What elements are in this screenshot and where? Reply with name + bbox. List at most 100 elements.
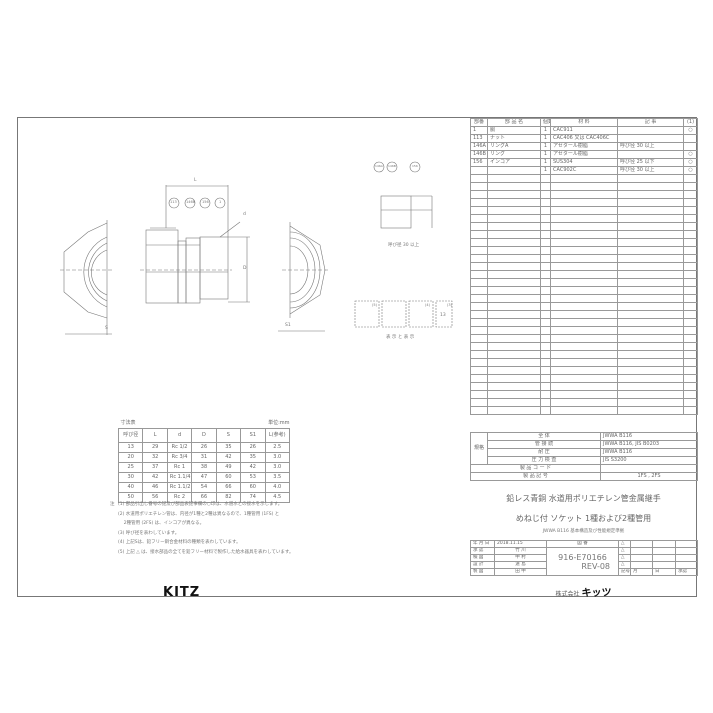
parts-cell-material: CAC911 [550, 126, 618, 135]
parts-list: 部番 部 品 名 個数 材 料 記 事 (1) 1胴1CAC911○113ナット… [470, 118, 698, 415]
header-mark: (1) [683, 118, 698, 127]
dim-L: L [194, 178, 197, 183]
parts-cell-remark [617, 150, 684, 159]
parts-cell-remark: 呼び径 25 以下 [617, 158, 684, 167]
spec-label: 圧 力 検 査 [487, 456, 601, 465]
balloon-1: 1 [219, 200, 222, 204]
role-label: 設 計 [470, 561, 495, 569]
parts-cell-no: 113 [470, 134, 488, 143]
dim-cell: 3.0 [264, 452, 291, 463]
marking-note-5: (5) [372, 303, 377, 307]
parts-cell-no: 146B [470, 150, 488, 159]
company-name: 株式会社 キッツ [470, 584, 697, 599]
parts-cell-no: 1 [470, 126, 488, 135]
parts-cell-mark [683, 134, 698, 143]
dim-header: L [142, 428, 168, 443]
rev-header: 承認 [675, 568, 699, 576]
dim-cell: 25 [117, 462, 144, 473]
company-logo-text: キッツ [581, 588, 612, 599]
header-material: 材 料 [550, 118, 618, 127]
rev-header: 日 [652, 568, 677, 576]
parts-header: 部番 部 品 名 個数 材 料 記 事 (1) [470, 118, 698, 127]
parts-row [470, 406, 698, 415]
parts-row [470, 198, 698, 207]
parts-cell-mark: ○ [683, 166, 698, 175]
marking-boxes [354, 300, 453, 328]
dim-cell: 2.5 [264, 442, 291, 453]
side-view [140, 185, 250, 304]
role-label: 検 図 [470, 554, 495, 562]
parts-row [470, 174, 698, 183]
dim-cell: 29 [142, 442, 168, 453]
parts-row [470, 286, 698, 295]
product-title-line2: めねじ付 ソケット 1種および2種管用 [515, 514, 652, 523]
header-remark: 記 事 [617, 118, 684, 127]
parts-row [470, 182, 698, 191]
spec-value: 1FS , 2FS [600, 472, 698, 481]
parts-cell-name: 胴 [487, 126, 541, 135]
spec-label: 耐 圧 [487, 448, 601, 457]
dim-cell: 20 [117, 452, 144, 463]
dim-cell: 37 [142, 462, 168, 473]
spec-label: 全 体 [487, 432, 601, 441]
dim-cell: 32 [142, 452, 168, 463]
dim-header: S [215, 428, 242, 443]
end-view-right [278, 222, 330, 332]
balloon-156: 156 [202, 200, 209, 204]
parts-row [470, 214, 698, 223]
dim-header: d [166, 428, 193, 443]
balloon-146a: 146A [375, 164, 383, 168]
dim-cell: Rc 3/4 [166, 452, 193, 463]
dim-cell: 49 [215, 462, 242, 473]
parts-cell-name: リング [487, 150, 541, 159]
parts-row [470, 190, 698, 199]
marking-caption: 表 示 と 表 示 [386, 335, 415, 340]
dim-cell: Rc 1 [166, 462, 193, 473]
dim-D: D [243, 266, 247, 271]
spec-value: JWWA B116, JIS B0203 [600, 440, 698, 449]
parts-cell-no: 146A [470, 142, 488, 151]
parts-cell-material: SUS304 [550, 158, 618, 167]
product-title-line1: 鉛レス青銅 水道用ポリエチレン管金属継手 [506, 494, 661, 503]
dim-cell: 35 [240, 452, 266, 463]
company-prefix: 株式会社 [555, 591, 580, 598]
drawing-no-label: 図 番 [546, 540, 620, 548]
dim-cell: 13 [117, 442, 144, 453]
parts-row [470, 390, 698, 399]
parts-row [470, 254, 698, 263]
dim-header: D [191, 428, 217, 443]
spec-label: 製 品 記 号 [470, 472, 601, 481]
dim-cell: 26 [240, 442, 266, 453]
dim-cell: 42 [215, 452, 242, 463]
balloon-146b-detail: 146B [388, 164, 396, 168]
date-value: 2018.11.15 [493, 540, 548, 548]
dim-table-caption: 寸法表 [120, 420, 136, 426]
parts-cell-qty: 1 [540, 150, 551, 159]
note-item: (2) 水道用ポリエチレン管は、内径が1種と2種は異なるので、1種管用 (1FS… [118, 511, 280, 517]
parts-cell-remark [617, 126, 684, 135]
dim-cell: 3.0 [264, 462, 291, 473]
dim-cell: 53 [240, 472, 266, 483]
parts-cell-no: 156 [470, 158, 488, 167]
parts-cell-name: ナット [487, 134, 541, 143]
end-view-hex [60, 220, 112, 335]
parts-cell-material: アセタール樹脂 [550, 142, 618, 151]
role-name: 田 中 [493, 568, 548, 576]
notes-label: 注 [110, 502, 115, 507]
parts-cell-mark [683, 142, 698, 151]
parts-row [470, 246, 698, 255]
parts-row [470, 342, 698, 351]
balloon-113: 113 [170, 200, 177, 204]
